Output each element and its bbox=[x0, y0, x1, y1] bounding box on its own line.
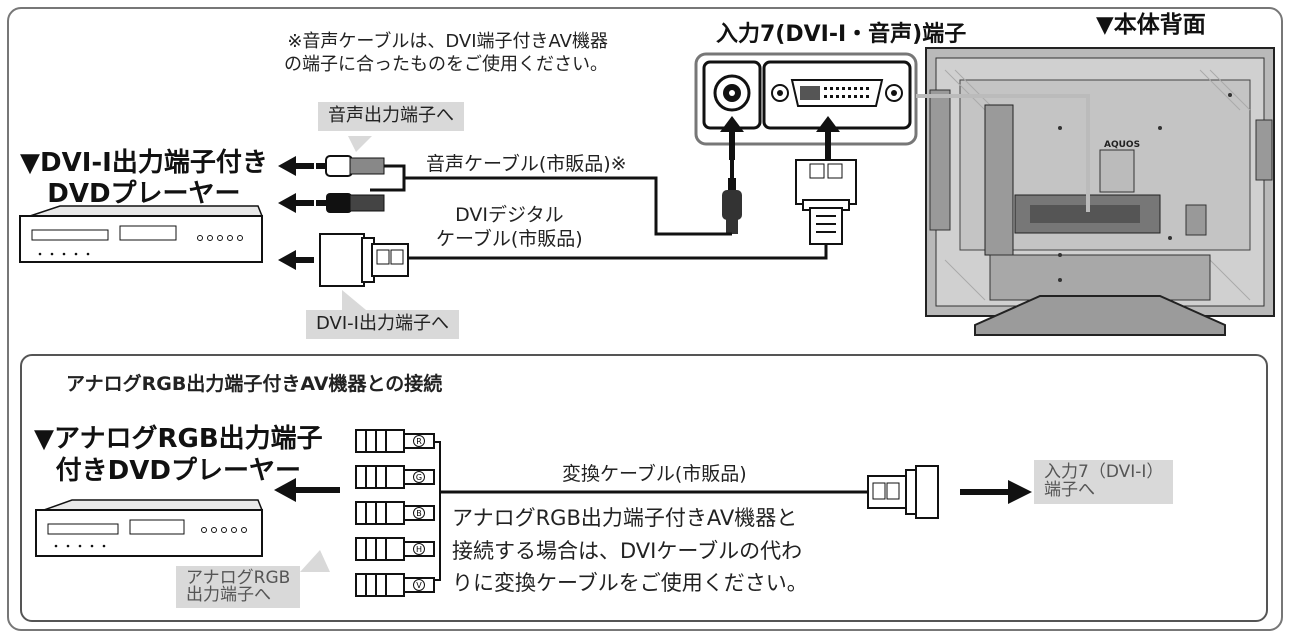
rca-plug-red bbox=[316, 193, 385, 213]
audio-mini-plug bbox=[722, 160, 742, 234]
tv-brand-logo: AQUOS bbox=[1104, 140, 1141, 150]
audio-tag-pointer bbox=[348, 136, 372, 152]
conversion-cable-label: 変換ケーブル(市販品) bbox=[562, 463, 747, 485]
bnc-connector-r: R bbox=[355, 429, 435, 453]
bnc-connector-h: H bbox=[355, 537, 435, 561]
dvi-cable-label: DVIデジタル ケーブル(市販品) bbox=[436, 204, 583, 250]
analog-tag-pointer bbox=[300, 550, 330, 572]
dvi-player-title: ▼DVI-I出力端子付き DVDプレーヤー bbox=[20, 148, 268, 210]
audio-cable-label: 音声ケーブル(市販品)※ bbox=[426, 153, 627, 175]
input7-dvi-tag: 入力7（DVI-I） 端子へ bbox=[1034, 460, 1174, 504]
bnc-connectors: R G B H V bbox=[355, 429, 435, 597]
dvi-plug-player-side bbox=[319, 233, 409, 287]
dvi-tag-pointer bbox=[342, 290, 366, 310]
analog-player-title: ▼アナログRGB出力端子 付きDVDプレーヤー bbox=[34, 424, 323, 486]
up-arrows bbox=[720, 116, 840, 160]
dvd-player-top-illustration bbox=[19, 205, 264, 263]
analog-output-tag: アナログRGB 出力端子へ bbox=[176, 566, 301, 608]
bnc-connector-g: G bbox=[355, 465, 435, 489]
analog-rgb-panel bbox=[20, 354, 1268, 622]
rear-view-label: ▼本体背面 bbox=[1096, 12, 1206, 38]
conversion-note: アナログRGB出力端子付きAV機器と 接続する場合は、DVIケーブルの代わ りに… bbox=[452, 506, 808, 596]
bnc-letter: G bbox=[416, 473, 422, 482]
input7-label: 入力7(DVI-I・音声)端子 bbox=[716, 22, 967, 47]
bnc-connector-v: V bbox=[355, 573, 435, 597]
dvi-plug-tv-side bbox=[795, 159, 857, 245]
left-arrows-top bbox=[278, 156, 314, 270]
dvi-plug-bottom bbox=[867, 465, 939, 519]
audio-output-tag: 音声出力端子へ bbox=[318, 102, 464, 131]
right-arrow-bottom bbox=[960, 480, 1032, 504]
bnc-letter: V bbox=[416, 581, 422, 590]
left-arrow-bottom bbox=[274, 478, 340, 502]
bnc-bracket bbox=[434, 441, 441, 581]
top-panel bbox=[7, 7, 1283, 631]
bnc-letter: H bbox=[416, 545, 422, 554]
bnc-letter: R bbox=[416, 437, 422, 446]
cables bbox=[370, 164, 828, 260]
audio-cable-note: ※音声ケーブルは、DVI端子付きAV機器 の端子に合ったものをご使用ください。 bbox=[284, 31, 608, 76]
dvi-output-tag: DVI-I出力端子へ bbox=[306, 310, 459, 339]
tv-rear-illustration bbox=[925, 47, 1275, 336]
bnc-connector-b: B bbox=[355, 501, 435, 525]
rca-plug-white bbox=[316, 155, 385, 177]
bnc-letter: B bbox=[416, 509, 422, 518]
dvd-player-bottom-illustration bbox=[35, 499, 264, 557]
analog-section-title: アナログRGB出力端子付きAV機器との接続 bbox=[66, 373, 443, 395]
input7-terminal-panel bbox=[694, 52, 1090, 212]
